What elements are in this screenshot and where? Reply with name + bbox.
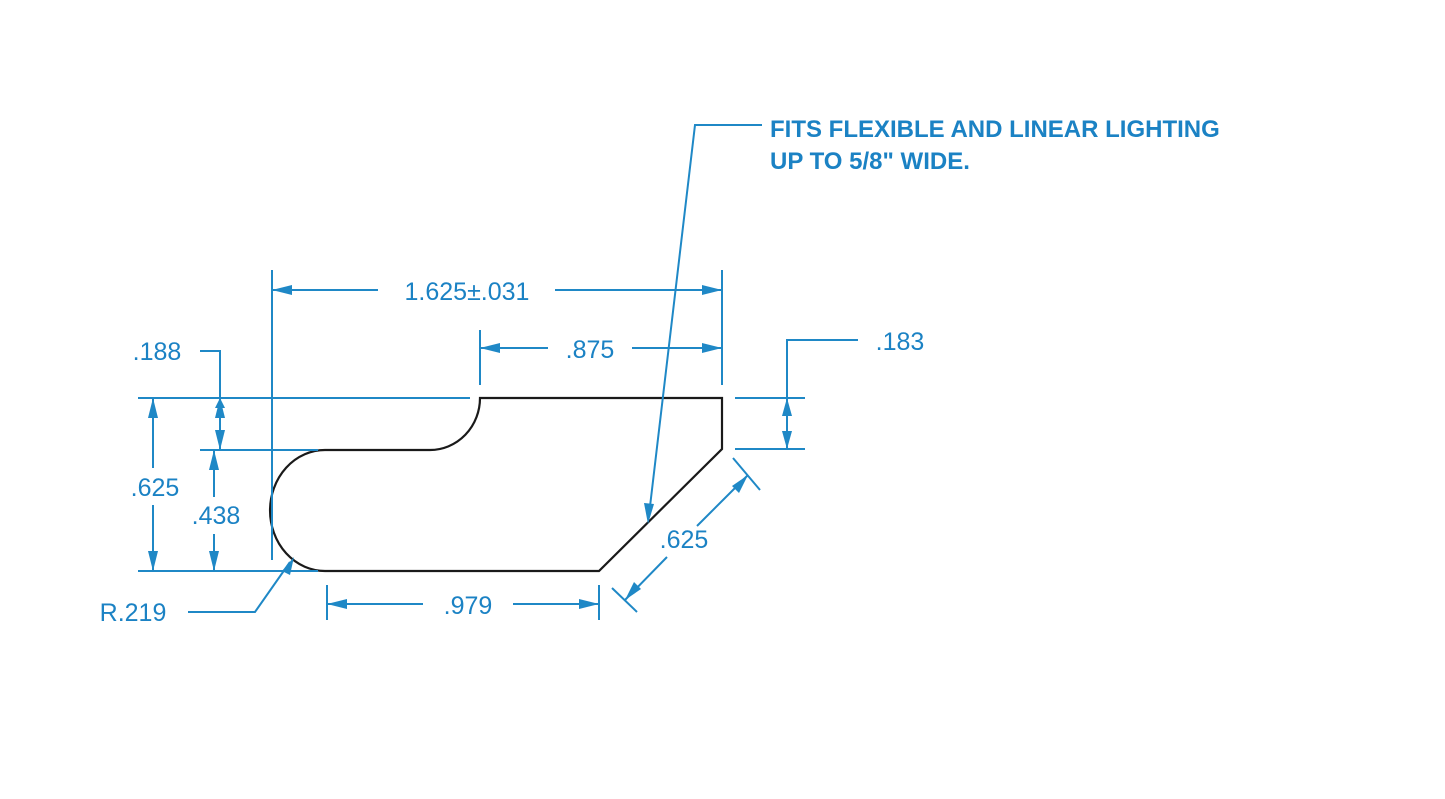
dim-chamfer-height-label: .183 — [876, 328, 925, 356]
dim-chamfer-length-label: .625 — [660, 526, 709, 554]
dim-overall-height-label: .625 — [131, 474, 180, 502]
dim-chamfer-length — [611, 457, 761, 613]
dim-radius-label: R.219 — [100, 599, 167, 627]
dim-overall-width-label: 1.625±.031 — [405, 278, 530, 306]
dim-bottom-flat-label: .979 — [444, 592, 493, 620]
dim-bottom-flat — [326, 585, 600, 620]
note-line-1: FITS FLEXIBLE AND LINEAR LIGHTING — [770, 116, 1220, 143]
dim-top-flat — [479, 330, 722, 385]
dim-top-flat-label: .875 — [566, 336, 615, 364]
dim-left-verticals — [138, 350, 470, 572]
dim-radius-leader — [188, 557, 294, 613]
part-outline — [268, 396, 724, 573]
note-line-2: UP TO 5/8" WIDE. — [770, 148, 970, 175]
dim-notch-depth-label: .188 — [133, 338, 182, 366]
note-leader — [644, 124, 762, 524]
dim-overall-width — [271, 270, 723, 560]
dim-chamfer-height — [735, 339, 858, 450]
dim-slot-height-label: .438 — [192, 502, 241, 530]
